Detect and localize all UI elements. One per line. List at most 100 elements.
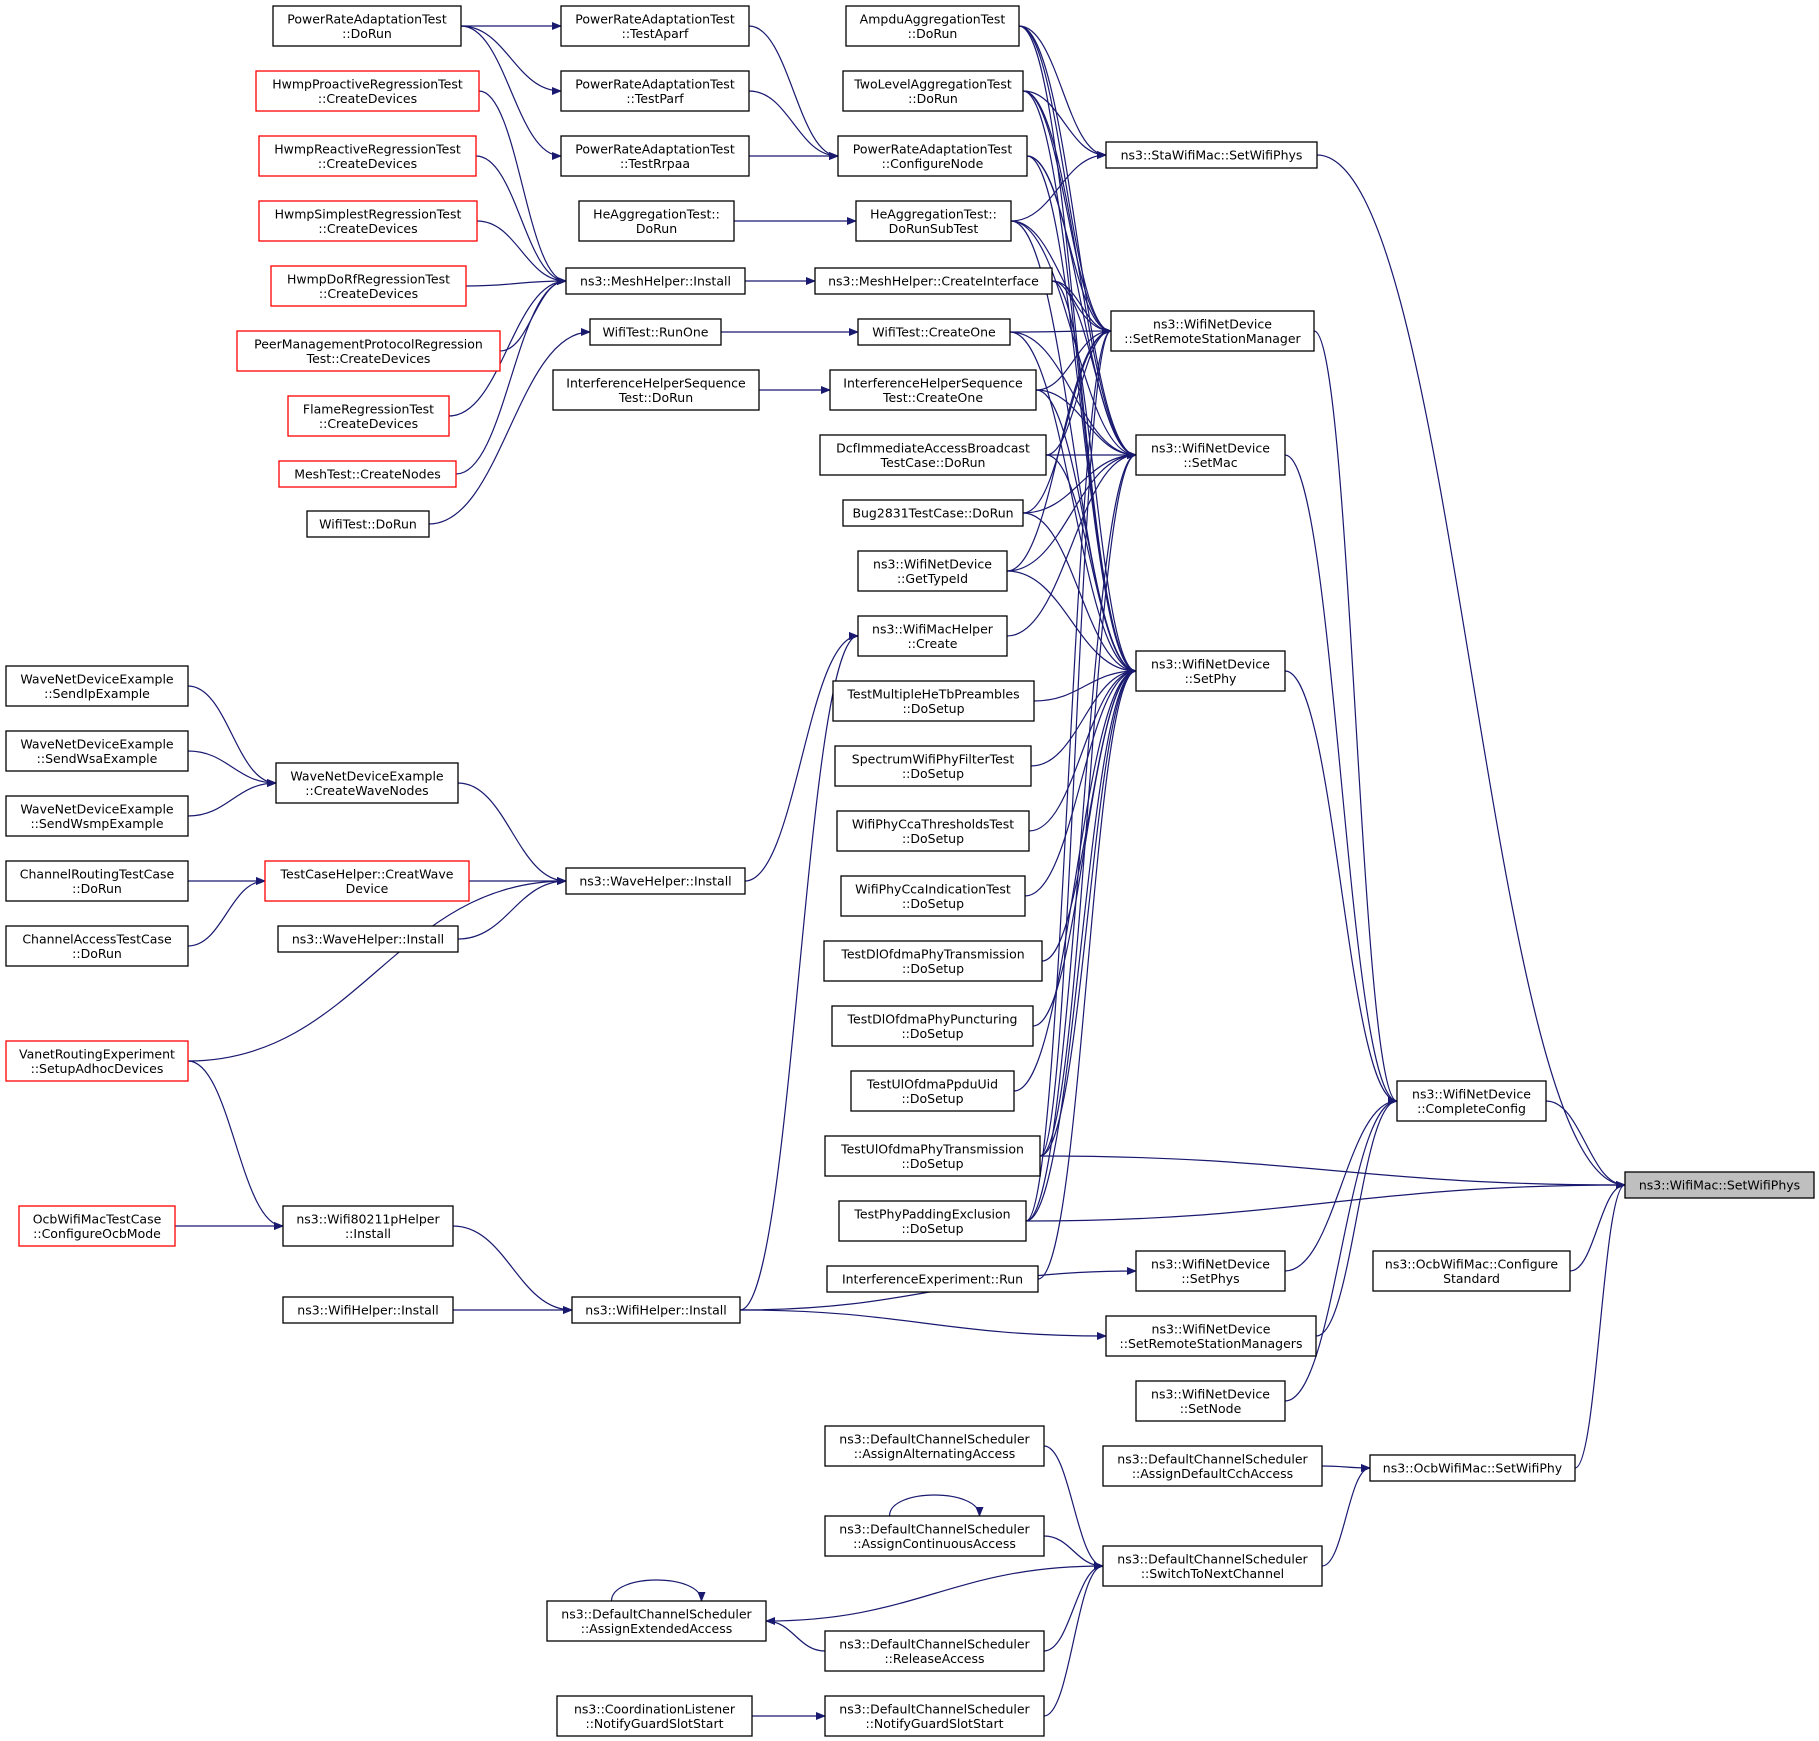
node-ocb-setwifiphy[interactable]: ns3::OcbWifiMac::SetWifiPhy: [1369, 1454, 1576, 1482]
node-bug2831[interactable]: Bug2831TestCase::DoRun: [842, 499, 1024, 527]
call-edge-wnd_completeconfig-to-target: [1545, 1100, 1626, 1189]
node-wifimachelper[interactable]: ns3::WifiMacHelper::Create: [857, 615, 1008, 657]
node-wnde-sendwsa[interactable]: WaveNetDeviceExample::SendWsaExample: [5, 730, 189, 772]
node-label-line: ::TestRrpaa: [620, 156, 690, 171]
node-wnd-setrsms[interactable]: ns3::WifiNetDevice::SetRemoteStationMana…: [1105, 1315, 1317, 1357]
node-sta-setwifiphys[interactable]: ns3::StaWifiMac::SetWifiPhys: [1105, 141, 1318, 169]
node-wnd-setnode[interactable]: ns3::WifiNetDevice::SetNode: [1135, 1380, 1286, 1422]
node-ocbtest[interactable]: OcbWifiMacTestCase::ConfigureOcbMode: [18, 1205, 176, 1247]
node-tulopt[interactable]: TestUlOfdmaPhyTransmission::DoSetup: [824, 1135, 1041, 1177]
node-label-line: MeshTest::CreateNodes: [294, 467, 441, 482]
node-box: [857, 318, 1011, 346]
node-catc-dorun[interactable]: ChannelAccessTestCase::DoRun: [5, 925, 189, 967]
call-edge-swpft-to-wnd_setphy: [1030, 667, 1137, 767]
node-tdlopt[interactable]: TestDlOfdmaPhyTransmission::DoSetup: [823, 940, 1043, 982]
node-ihs-createone[interactable]: InterferenceHelperSequenceTest::CreateOn…: [829, 369, 1037, 411]
call-edge-ocb_setwifiphy-to-target: [1574, 1181, 1626, 1469]
node-tmhtb[interactable]: TestMultipleHeTbPreambles::DoSetup: [832, 680, 1035, 722]
node-label-line: TestCase::DoRun: [880, 455, 986, 470]
node-box: [837, 135, 1028, 177]
node-mesh-createif[interactable]: ns3::MeshHelper::CreateInterface: [814, 267, 1053, 295]
node-box: [832, 680, 1035, 722]
node-dcs-switch[interactable]: ns3::DefaultChannelScheduler::SwitchToNe…: [1102, 1545, 1323, 1587]
node-meshtest[interactable]: MeshTest::CreateNodes: [278, 460, 457, 488]
node-twolevel[interactable]: TwoLevelAggregationTest::DoRun: [842, 70, 1024, 112]
node-vanet[interactable]: VanetRoutingExperiment::SetupAdhocDevice…: [5, 1040, 189, 1082]
node-box: [275, 762, 459, 804]
node-wnde-createwave[interactable]: WaveNetDeviceExample::CreateWaveNodes: [275, 762, 459, 804]
node-label-line: ns3::MeshHelper::CreateInterface: [828, 274, 1039, 289]
node-label-line: FlameRegressionTest: [303, 401, 434, 416]
node-prat-confnode[interactable]: PowerRateAdaptationTest::ConfigureNode: [837, 135, 1028, 177]
node-wifi80211p[interactable]: ns3::Wifi80211pHelper::Install: [282, 1205, 454, 1247]
node-target[interactable]: ns3::WifiMac::SetWifiPhys: [1624, 1171, 1815, 1199]
node-peer-mgmt[interactable]: PeerManagementProtocolRegressionTest::Cr…: [236, 330, 501, 372]
node-wnd-setrsm[interactable]: ns3::WifiNetDevice::SetRemoteStationMana…: [1110, 310, 1315, 352]
call-edge-sta_setwifiphys-to-target: [1316, 154, 1626, 1189]
node-hwmp-dorf[interactable]: HwmpDoRfRegressionTest::CreateDevices: [270, 265, 467, 307]
node-dcs-release[interactable]: ns3::DefaultChannelScheduler::ReleaseAcc…: [824, 1630, 1045, 1672]
node-label-line: ::AssignDefaultCchAccess: [1132, 1466, 1293, 1481]
node-wnd-setmac[interactable]: ns3::WifiNetDevice::SetMac: [1135, 434, 1286, 476]
node-dcs-alt[interactable]: ns3::DefaultChannelScheduler::AssignAlte…: [824, 1425, 1045, 1467]
node-coord-listener[interactable]: ns3::CoordinationListener::NotifyGuardSl…: [556, 1695, 753, 1737]
call-edge-ampdu-to-wnd_setmac: [1018, 25, 1137, 459]
node-tdlopp[interactable]: TestDlOfdmaPhyPuncturing::DoSetup: [831, 1005, 1034, 1047]
node-crtc-dorun[interactable]: ChannelRoutingTestCase::DoRun: [5, 860, 189, 902]
node-heagg-sub[interactable]: HeAggregationTest::DoRunSubTest: [855, 200, 1012, 242]
node-prat-dorun[interactable]: PowerRateAdaptationTest::DoRun: [272, 5, 462, 47]
node-wpcct[interactable]: WifiPhyCcaThresholdsTest::DoSetup: [836, 810, 1030, 852]
node-box: [571, 1296, 741, 1324]
call-edge-wifihelper_install-to-wnd_setrsms: [739, 1309, 1107, 1340]
node-label-line: PowerRateAdaptationTest: [575, 141, 735, 156]
node-dcs-defcch[interactable]: ns3::DefaultChannelScheduler::AssignDefa…: [1102, 1445, 1323, 1487]
node-wnd-setphys[interactable]: ns3::WifiNetDevice::SetPhys: [1135, 1250, 1286, 1292]
node-wifitest-createone[interactable]: WifiTest::CreateOne: [857, 318, 1011, 346]
node-prat-aparf[interactable]: PowerRateAdaptationTest::TestAparf: [560, 5, 750, 47]
node-wnd-setphy[interactable]: ns3::WifiNetDevice::SetPhy: [1135, 650, 1286, 692]
node-wifitest-dorun[interactable]: WifiTest::DoRun: [306, 510, 430, 538]
node-hwmp-proactive[interactable]: HwmpProactiveRegressionTest::CreateDevic…: [255, 70, 480, 112]
node-label-line: ns3::WifiHelper::Install: [297, 1303, 438, 1318]
node-box: [840, 875, 1026, 917]
node-wave-install2[interactable]: ns3::WaveHelper::Install: [277, 925, 459, 953]
node-mesh-install[interactable]: ns3::MeshHelper::Install: [565, 267, 746, 295]
node-ampdu[interactable]: AmpduAggregationTest::DoRun: [845, 5, 1020, 47]
node-prat-parf[interactable]: PowerRateAdaptationTest::TestParf: [560, 70, 750, 112]
node-swpft[interactable]: SpectrumWifiPhyFilterTest::DoSetup: [834, 745, 1032, 787]
node-dcs-cont[interactable]: ns3::DefaultChannelScheduler::AssignCont…: [824, 1515, 1045, 1557]
call-edge-wifitest_createone-to-wnd_setphy: [1009, 331, 1137, 675]
node-tulopu[interactable]: TestUlOfdmaPpduUid::DoSetup: [850, 1070, 1015, 1112]
node-wnde-sendwsmp[interactable]: WaveNetDeviceExample::SendWsmpExample: [5, 795, 189, 837]
node-wave-install[interactable]: ns3::WaveHelper::Install: [565, 867, 746, 895]
node-wnd-completeconfig[interactable]: ns3::WifiNetDevice::CompleteConfig: [1396, 1080, 1547, 1122]
call-edge-wave_install2-to-wave_install: [457, 877, 567, 940]
node-wifihelper-install2[interactable]: ns3::WifiHelper::Install: [282, 1296, 454, 1324]
node-tppe[interactable]: TestPhyPaddingExclusion::DoSetup: [838, 1200, 1027, 1242]
node-wifihelper-install[interactable]: ns3::WifiHelper::Install: [571, 1296, 741, 1324]
node-wifitest-runone[interactable]: WifiTest::RunOne: [589, 318, 722, 346]
node-wnd-gettypeid[interactable]: ns3::WifiNetDevice::GetTypeId: [857, 550, 1008, 592]
node-flame[interactable]: FlameRegressionTest::CreateDevices: [287, 395, 450, 437]
node-dcf[interactable]: DcfImmediateAccessBroadcastTestCase::DoR…: [819, 434, 1047, 476]
node-hwmp-reactive[interactable]: HwmpReactiveRegressionTest::CreateDevice…: [258, 135, 477, 177]
node-wnde-sendip[interactable]: WaveNetDeviceExample::SendIpExample: [5, 665, 189, 707]
node-label-line: ::DoSetup: [902, 896, 964, 911]
node-ie-run[interactable]: InterferenceExperiment::Run: [826, 1265, 1039, 1293]
node-prat-rrpaa[interactable]: PowerRateAdaptationTest::TestRrpaa: [560, 135, 750, 177]
node-wpcit[interactable]: WifiPhyCcaIndicationTest::DoSetup: [840, 875, 1026, 917]
node-label-line: ns3::OcbWifiMac::Configure: [1385, 1256, 1559, 1271]
node-label-line: ::NotifyGuardSlotStart: [586, 1716, 724, 1731]
node-box: [831, 1005, 1034, 1047]
node-box: [857, 550, 1008, 592]
node-hwmp-simplest[interactable]: HwmpSimplestRegressionTest::CreateDevice…: [258, 200, 478, 242]
call-edge-hwmp_simplest-to-mesh_install: [476, 220, 567, 285]
node-dcs-notify[interactable]: ns3::DefaultChannelScheduler::NotifyGuar…: [824, 1695, 1045, 1737]
node-heagg-dorun[interactable]: HeAggregationTest::DoRun: [578, 200, 735, 242]
call-edge-wave_install-to-wifimachelper: [744, 632, 859, 882]
node-box: [824, 1135, 1041, 1177]
node-dcs-ext[interactable]: ns3::DefaultChannelScheduler::AssignExte…: [546, 1600, 767, 1642]
